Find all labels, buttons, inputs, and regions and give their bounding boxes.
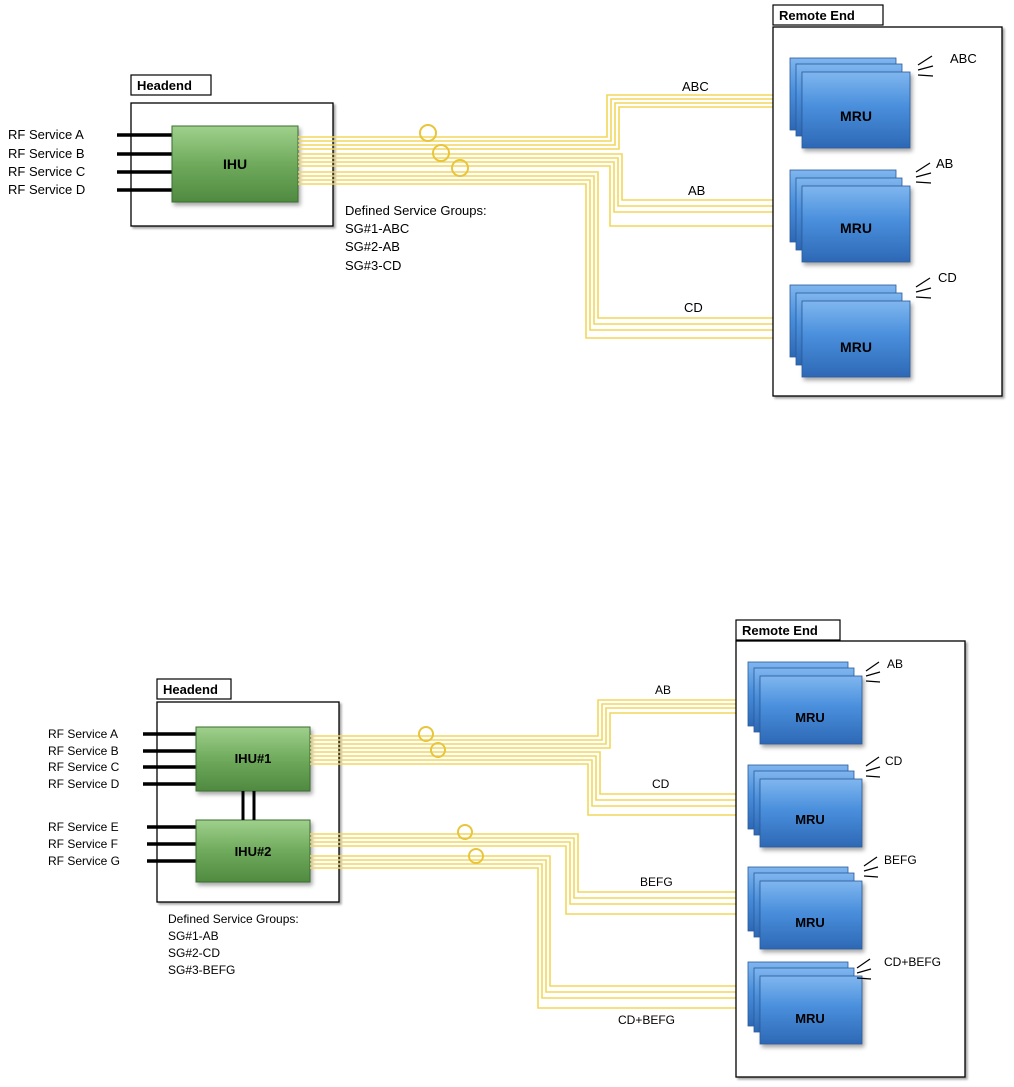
bottom-remote-title-box bbox=[735, 619, 841, 641]
top-fiber-coil-1 bbox=[419, 124, 437, 142]
bottom-rf-service-d: RF Service D bbox=[48, 777, 120, 791]
bottom-fiber-coil-2 bbox=[430, 742, 446, 758]
bottom-fiber-cd bbox=[310, 751, 762, 816]
bottom-ihu2-label: IHU#2 bbox=[235, 844, 272, 859]
top-headend-title: Headend bbox=[137, 78, 192, 93]
top-diagram: Headend RF Service A RF Service B RF Ser… bbox=[8, 4, 1003, 397]
top-ihu-unit bbox=[171, 125, 299, 203]
bottom-mru-4-label: MRU bbox=[795, 1011, 825, 1026]
top-fiber-cd bbox=[298, 171, 790, 339]
bottom-sg-3: SG#3-BEFG bbox=[168, 963, 235, 977]
top-remote-title-box bbox=[772, 4, 884, 26]
bottom-radiate-icon-3 bbox=[863, 856, 879, 878]
bottom-mru-3-label: MRU bbox=[795, 915, 825, 930]
bottom-rf-service-e: RF Service E bbox=[48, 820, 119, 834]
top-rf-service-a: RF Service A bbox=[8, 127, 84, 142]
bottom-mru-1-label: MRU bbox=[795, 710, 825, 725]
bottom-fiber-ab bbox=[310, 699, 765, 749]
bottom-fiber-coil-3 bbox=[457, 824, 473, 840]
top-coverage-ab: AB bbox=[936, 156, 953, 171]
top-coverage-abc: ABC bbox=[950, 51, 977, 66]
bottom-mru-2: MRU bbox=[747, 764, 863, 848]
bottom-rf-service-f: RF Service F bbox=[48, 837, 118, 851]
top-mru-3-label: MRU bbox=[840, 339, 872, 355]
bottom-rf-ports-2 bbox=[147, 825, 196, 863]
top-headend-title-box bbox=[130, 74, 212, 96]
top-rf-ports bbox=[117, 133, 172, 192]
bottom-headend-title: Headend bbox=[163, 682, 218, 697]
bottom-coverage-cd: CD bbox=[885, 754, 903, 768]
bottom-rf-service-g: RF Service G bbox=[48, 854, 120, 868]
bottom-headend-title-box bbox=[156, 678, 232, 700]
bottom-link-label-befg: BEFG bbox=[640, 875, 673, 889]
top-radiate-icon-3 bbox=[915, 277, 932, 299]
top-link-label-abc: ABC bbox=[682, 79, 709, 94]
bottom-radiate-icon-1 bbox=[865, 661, 881, 683]
top-radiate-icon-2 bbox=[915, 162, 932, 184]
bottom-link-label-ab: AB bbox=[655, 683, 671, 697]
top-link-label-cd: CD bbox=[684, 300, 703, 315]
bottom-remote-title: Remote End bbox=[742, 623, 818, 638]
bottom-sg-1: SG#1-AB bbox=[168, 929, 219, 943]
top-fiber-coil-3 bbox=[451, 159, 469, 177]
bottom-mru-2-label: MRU bbox=[795, 812, 825, 827]
top-fiber-abc bbox=[298, 94, 793, 150]
top-mru-2: MRU bbox=[789, 169, 911, 263]
top-coverage-cd: CD bbox=[938, 270, 957, 285]
bottom-coverage-befg: BEFG bbox=[884, 853, 917, 867]
bottom-ihu1-label: IHU#1 bbox=[235, 751, 272, 766]
top-sg-3: SG#3-CD bbox=[345, 258, 401, 273]
top-mru-1-label: MRU bbox=[840, 108, 872, 124]
top-rf-service-b: RF Service B bbox=[8, 146, 85, 161]
top-sg-title: Defined Service Groups: bbox=[345, 203, 487, 218]
bottom-rf-service-a: RF Service A bbox=[48, 727, 118, 741]
top-sg-2: SG#2-AB bbox=[345, 239, 400, 254]
bottom-mru-1: MRU bbox=[747, 661, 863, 745]
top-sg-1: SG#1-ABC bbox=[345, 221, 409, 236]
top-ihu-label: IHU bbox=[223, 156, 247, 172]
bottom-radiate-icon-2 bbox=[865, 756, 881, 778]
top-radiate-icon-1 bbox=[917, 55, 934, 77]
bottom-coverage-ab: AB bbox=[887, 657, 903, 671]
bottom-fiber-cd-befg bbox=[310, 855, 762, 1009]
top-link-label-ab: AB bbox=[688, 183, 705, 198]
bottom-diagram: Headend RF Service A RF Service B RF Ser… bbox=[48, 619, 966, 1078]
top-remote-title: Remote End bbox=[779, 8, 855, 23]
bottom-rf-ports-1 bbox=[143, 732, 196, 786]
bottom-rf-service-c: RF Service C bbox=[48, 760, 120, 774]
bottom-rf-service-b: RF Service B bbox=[48, 744, 119, 758]
top-mru-3: MRU bbox=[789, 284, 911, 378]
bottom-ihu2-unit bbox=[195, 819, 311, 883]
bottom-mru-4: MRU bbox=[747, 961, 863, 1045]
top-fiber-coil-2 bbox=[432, 144, 450, 162]
bottom-link-label-cd: CD bbox=[652, 777, 670, 791]
bottom-coverage-cd-befg: CD+BEFG bbox=[884, 955, 941, 969]
top-rf-service-c: RF Service C bbox=[8, 164, 85, 179]
bottom-fiber-coil-4 bbox=[468, 848, 484, 864]
bottom-radiate-icon-4 bbox=[856, 958, 872, 980]
bottom-sg-2: SG#2-CD bbox=[168, 946, 220, 960]
bottom-fiber-befg bbox=[310, 833, 762, 915]
bottom-fiber-coil-1 bbox=[418, 726, 434, 742]
bottom-mru-3: MRU bbox=[747, 866, 863, 950]
bottom-sg-title: Defined Service Groups: bbox=[168, 912, 299, 926]
bottom-ihu1-unit bbox=[195, 726, 311, 792]
top-mru-1: MRU bbox=[789, 57, 911, 149]
top-rf-service-d: RF Service D bbox=[8, 182, 85, 197]
bottom-link-label-cd-befg: CD+BEFG bbox=[618, 1013, 675, 1027]
top-mru-2-label: MRU bbox=[840, 220, 872, 236]
